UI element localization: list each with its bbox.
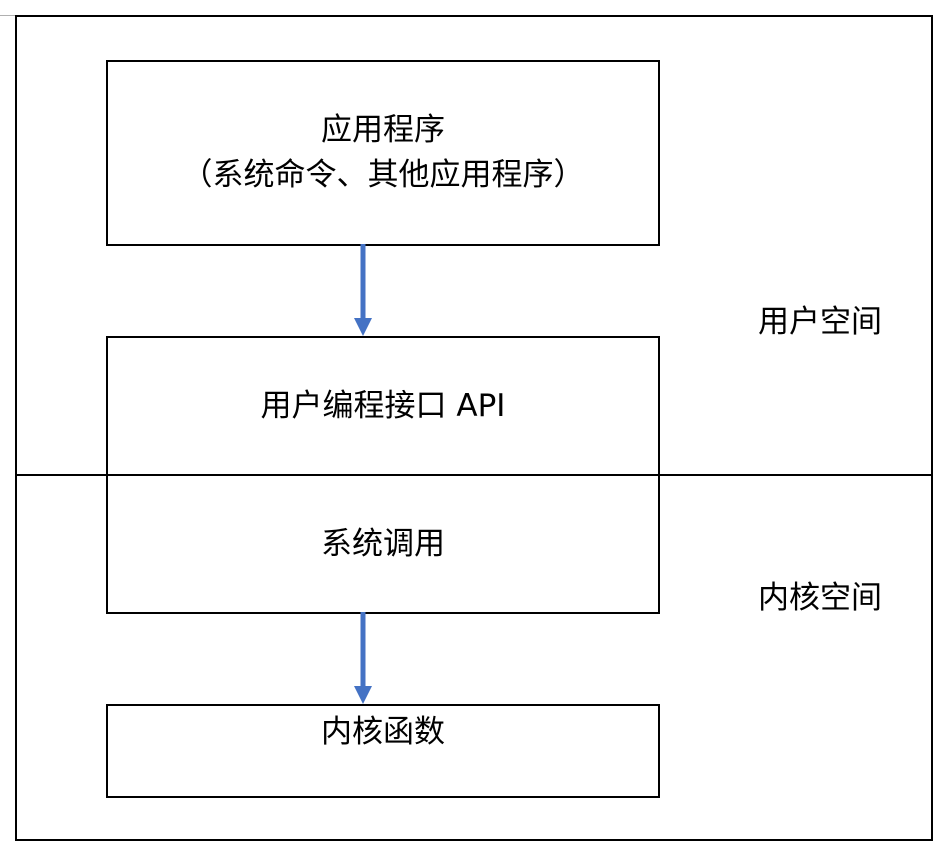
arrow-syscall-to-kernelfn bbox=[354, 612, 372, 704]
arrow-syscall-to-kernelfn-head bbox=[354, 686, 372, 704]
arrow-app-to-api bbox=[354, 244, 372, 336]
kernel-space-label: 内核空间 bbox=[758, 580, 882, 616]
kernel-function-label: 内核函数 bbox=[321, 714, 445, 750]
outer-frame bbox=[15, 15, 933, 841]
kernel-function-box: 内核函数 bbox=[106, 704, 660, 798]
application-box: 应用程序 （系统命令、其他应用程序） bbox=[106, 60, 660, 246]
application-title: 应用程序 bbox=[321, 112, 445, 149]
user-api-box: 用户编程接口 API bbox=[106, 336, 660, 476]
system-call-label: 系统调用 bbox=[321, 525, 445, 562]
arrow-app-to-api-head bbox=[354, 318, 372, 336]
user-space-label: 用户空间 bbox=[758, 304, 882, 340]
application-subtitle: （系统命令、其他应用程序） bbox=[181, 157, 585, 193]
system-call-box: 系统调用 bbox=[106, 474, 660, 614]
user-api-label: 用户编程接口 API bbox=[260, 387, 506, 424]
